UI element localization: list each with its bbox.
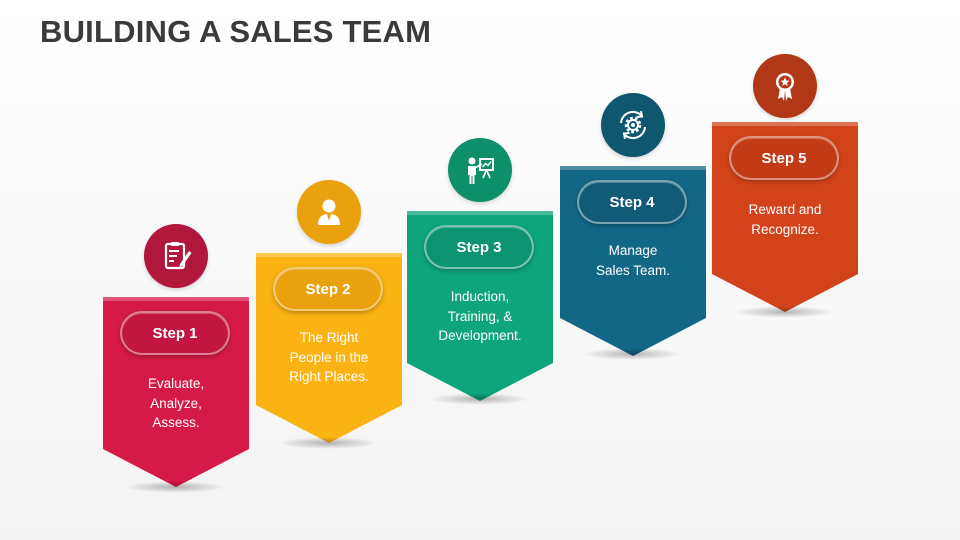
gear-cycle-icon	[620, 110, 646, 140]
step-5-description: Reward and Recognize.	[748, 202, 822, 237]
step-3-label: Step 3	[424, 225, 534, 269]
step-5-shadow	[734, 306, 834, 318]
page-title: BUILDING A SALES TEAM	[40, 14, 432, 49]
clipboard-pencil-icon	[164, 242, 192, 270]
presenter-board-icon	[468, 157, 494, 184]
step-2-icon-circle	[297, 180, 361, 244]
step-2-description: The Right People in the Right Places.	[289, 330, 369, 384]
person-icon	[318, 199, 340, 225]
step-1-description: Evaluate, Analyze, Assess.	[147, 376, 205, 430]
step-2-shadow	[278, 437, 378, 449]
step-4-label: Step 4	[577, 180, 687, 224]
step-1-label: Step 1	[120, 311, 230, 355]
step-1-shadow	[125, 481, 225, 493]
award-badge-icon	[776, 73, 794, 101]
step-3-shadow	[429, 393, 529, 405]
step-5-icon-circle	[753, 54, 817, 118]
step-2-label: Step 2	[273, 267, 383, 311]
step-4-icon-circle	[601, 93, 665, 157]
step-5-label: Step 5	[729, 136, 839, 180]
step-4-description: Manage Sales Team.	[595, 243, 671, 278]
step-3-icon-circle	[448, 138, 512, 202]
step-3-description: Induction, Training, & Development.	[438, 289, 522, 343]
step-4-shadow	[582, 348, 682, 360]
step-1-icon-circle	[144, 224, 208, 288]
